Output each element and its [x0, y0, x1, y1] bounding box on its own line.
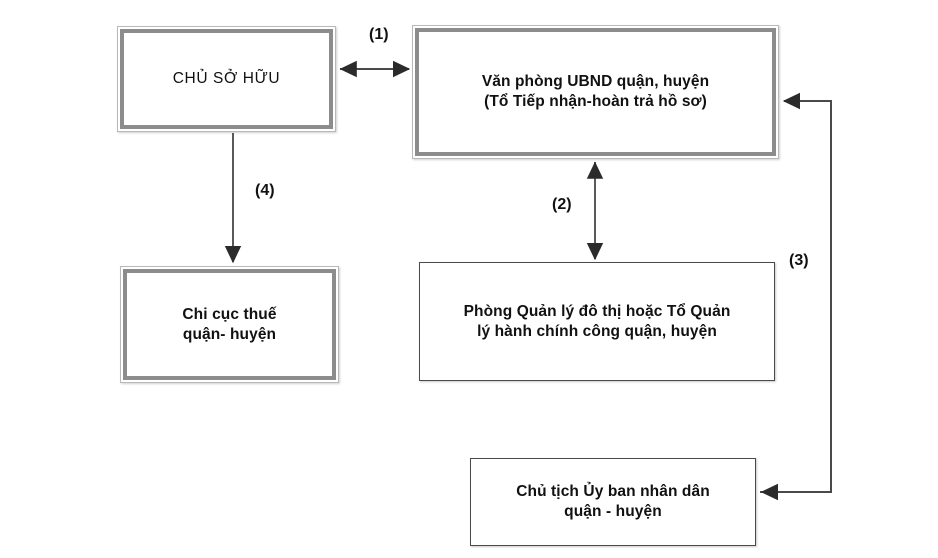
- node-chu-so-huu-frame: CHỦ SỞ HỮU: [120, 29, 333, 129]
- node-phong-quan-ly[interactable]: Phòng Quản lý đô thị hoặc Tổ Quản lý hàn…: [419, 262, 775, 381]
- node-van-phong-ubnd[interactable]: Văn phòng UBND quận, huyện (Tổ Tiếp nhận…: [412, 25, 779, 159]
- node-chu-tich-ubnd-label: Chủ tịch Ủy ban nhân dân quận - huyện: [516, 483, 710, 520]
- node-phong-quan-ly-label: Phòng Quản lý đô thị hoặc Tổ Quản lý hàn…: [463, 302, 731, 340]
- node-van-phong-ubnd-frame: Văn phòng UBND quận, huyện (Tổ Tiếp nhận…: [415, 28, 776, 156]
- node-chu-so-huu[interactable]: CHỦ SỞ HỮU: [117, 26, 336, 132]
- node-chu-tich-ubnd[interactable]: Chủ tịch Ủy ban nhân dân quận - huyện: [470, 458, 756, 546]
- node-chu-so-huu-label: CHỦ SỞ HỮU: [172, 70, 281, 88]
- node-chu-tich-ubnd-frame: Chủ tịch Ủy ban nhân dân quận - huyện: [471, 459, 755, 545]
- node-chi-cuc-thue[interactable]: Chi cục thuế quận- huyện: [120, 266, 339, 383]
- node-chi-cuc-thue-frame: Chi cục thuế quận- huyện: [123, 269, 336, 380]
- node-chi-cuc-thue-label: Chi cục thuế quận- huyện: [182, 305, 277, 343]
- node-phong-quan-ly-frame: Phòng Quản lý đô thị hoặc Tổ Quản lý hàn…: [420, 263, 774, 380]
- edge-label-4: (4): [255, 182, 275, 199]
- edge-label-2: (2): [552, 196, 572, 213]
- edge-label-1: (1): [369, 26, 389, 43]
- edge-label-3: (3): [789, 252, 809, 269]
- node-van-phong-ubnd-label: Văn phòng UBND quận, huyện (Tổ Tiếp nhận…: [481, 73, 710, 110]
